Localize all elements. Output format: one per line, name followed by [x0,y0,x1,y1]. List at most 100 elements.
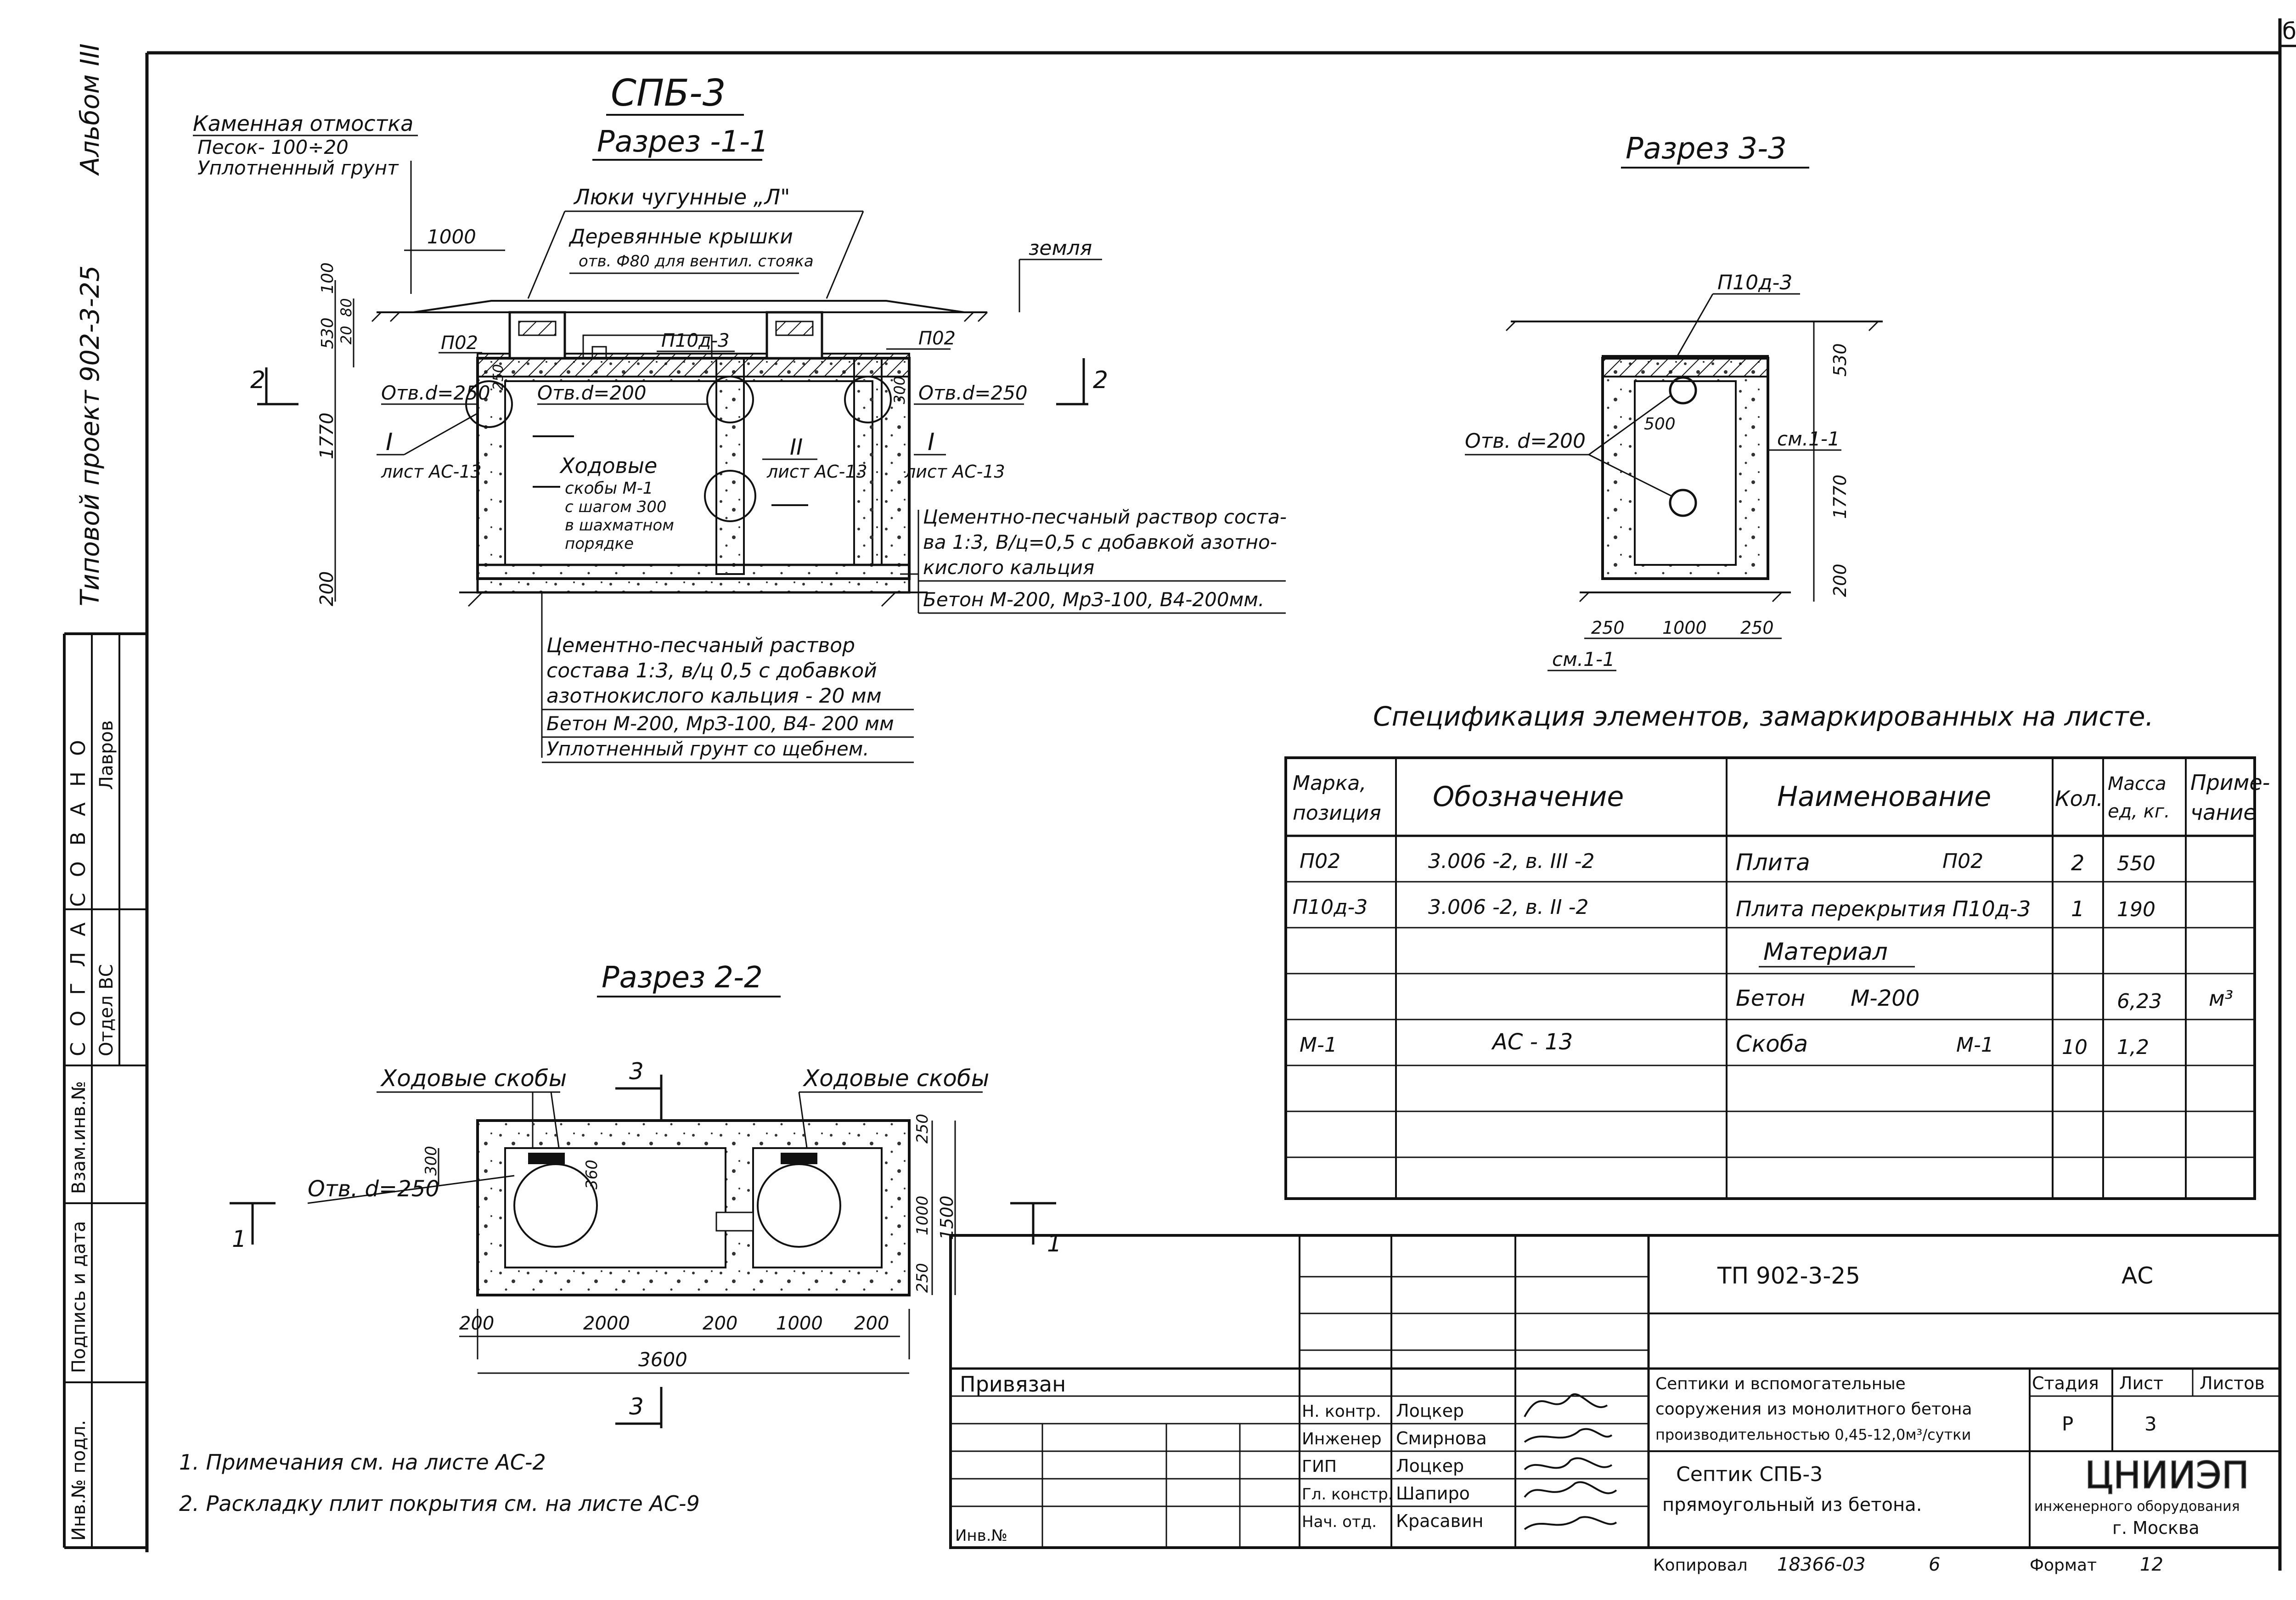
spec-h-mass-2: ед, кг. [2108,801,2170,822]
cut-1-left: 1 [232,1226,247,1252]
cut-3-top: 3 [629,1058,644,1085]
stage-value: Р [2062,1413,2073,1435]
sheet-name-2: прямоугольный из бетона. [1662,1494,1922,1515]
dim-250b: 250 [1740,618,1774,638]
spec-r1-name: Плита перекрытия П10д-3 [1736,896,2031,921]
signature-1 [1524,1428,1613,1443]
role-0-name: Лоцкер [1396,1401,1464,1421]
field-vzam: Взам.инв.№ [68,1081,90,1194]
spec-r4-code: АС - 13 [1491,1029,1573,1055]
stone-paving-label: Каменная отмостка [193,111,413,136]
spec-h-qty: Кол. [2055,786,2103,811]
spec-h-mark-2: позиция [1293,801,1381,825]
list-header: Лист [2119,1373,2163,1393]
cut-mark-left: 2 [250,366,265,394]
spec-h-code: Обозначение [1433,781,1624,813]
dim-80: 80 [338,298,355,317]
slab-label: П10д-3 [1717,271,1792,294]
cut-3-bottom: 3 [629,1393,644,1420]
title-mark: АС [2122,1262,2153,1289]
dim-2000: 2000 [583,1313,630,1334]
approval-col1: Отдел ВС [96,964,117,1056]
approval-title: С О Г Л А С О В А Н О [67,735,90,1056]
role-1-name: Смирнова [1396,1428,1487,1448]
sheet-ref-left: лист АС-13 [381,462,482,482]
compacted-label: Уплотненный грунт [197,157,399,179]
spec-h-note-2: чание [2190,800,2257,825]
sand-label: Песок- 100÷20 [197,136,349,158]
title-inv: Инв.№ [955,1527,1007,1545]
role-4-name: Красавин [1396,1511,1484,1531]
title-desc2: сооружения из монолитного бетона [1655,1400,1972,1419]
dim-1000-h: 1000 [776,1313,823,1334]
section-2-2-title: Разрез 2-2 [602,961,763,995]
node-ii: II [790,434,803,460]
spec-r4-name: Скоба [1736,1031,1808,1057]
section-3-3-title: Разрез 3-3 [1626,132,1787,166]
top-corner-mark: б [2282,18,2296,45]
signature-2 [1524,1457,1613,1470]
stage-header: Стадия [2032,1373,2099,1393]
sheet-frame [63,18,2296,1571]
list-value: 3 [2144,1413,2157,1435]
org-sub: инженерного оборудования [2034,1499,2240,1515]
section-3-3: Разрез 3-3 П10д-3 Отв. d=200 500 530 177… [1465,132,1883,671]
dim-1770: 1770 [1830,474,1850,519]
mortar-right-3: кислого кальция [923,556,1094,579]
gravel-bottom: Уплотненный грунт со щебнем. [546,738,869,760]
sheet-ref-right: лист АС-13 [904,462,1005,482]
format-number: 12 [2140,1554,2163,1575]
dim-500: 500 [1644,415,1676,434]
dim-250a: 250 [1591,618,1625,638]
spec-r4-mass: 1,2 [2117,1036,2149,1059]
spec-r3-note: м³ [2209,986,2233,1011]
approval-col2: Лавров [96,720,117,790]
section-1-1-title: Разрез -1-1 [597,125,769,159]
dim-200-c: 200 [854,1313,889,1334]
spec-r4-name2: М-1 [1956,1033,1994,1057]
wood-covers-label: Деревянные крышки [568,225,793,248]
lists-header: Листов [2200,1373,2265,1393]
role-4: Нач. отд. [1302,1513,1377,1531]
signature-0 [1524,1393,1608,1417]
spec-r1-qty: 1 [2071,896,2084,921]
dim-1000-v: 1000 [913,1195,932,1235]
mortar-bottom-2: состава 1:3, в/ц 0,5 с добавкой [546,659,877,682]
node-i-left: I [386,428,393,456]
title-bound: Привязан [960,1372,1066,1397]
dim-360: 360 [583,1160,601,1189]
sheet-title: СПБ-3 [611,72,726,114]
dim-300: 300 [891,376,908,404]
project-label: Типовой проект 902-3-25 [75,265,105,606]
spec-r1-mass: 190 [2117,898,2155,921]
field-inv: Инв.№ подл. [68,1420,90,1541]
cut-mark-right: 2 [1093,366,1108,394]
mortar-right-1: Цементно-песчаный раствор соста- [923,506,1287,528]
dim-1000: 1000 [1662,618,1707,638]
p10d3-label: П10д-3 [661,330,730,351]
rungs-left-label: Ходовые скобы [380,1065,567,1092]
spec-r0-name: Плита [1736,849,1810,876]
spec-r4-mark: М-1 [1300,1033,1337,1057]
dim-300: 300 [422,1146,440,1176]
section-2-2: Разрез 2-2 Ходовые скобы Ходовые скобы 3… [230,961,1062,1428]
dim-1000: 1000 [427,225,476,248]
rungs-right-label: Ходовые скобы [802,1065,989,1092]
p02-left: П02 [441,332,478,354]
hole-250-left: Отв.d=250 [381,382,490,404]
dim-200: 200 [1830,563,1850,597]
mortar-right-2: ва 1:3, В/ц=0,5 с добавкой азотно- [923,531,1277,553]
dim-250-top: 250 [913,1114,932,1144]
spec-r0-mass: 550 [2117,852,2155,875]
org-name: ЦНИИЭП [2085,1454,2249,1497]
p02-right: П02 [918,328,956,349]
album-label: Альбом III [75,44,105,176]
dim-250-bot: 250 [913,1263,932,1293]
dim-200-a: 200 [459,1313,494,1334]
role-2-name: Лоцкер [1396,1456,1464,1476]
signature-4 [1524,1516,1617,1530]
dim-1500: 1500 [937,1195,957,1240]
role-3-name: Шапиро [1396,1483,1470,1504]
sm-bottom: см.1-1 [1552,648,1615,670]
